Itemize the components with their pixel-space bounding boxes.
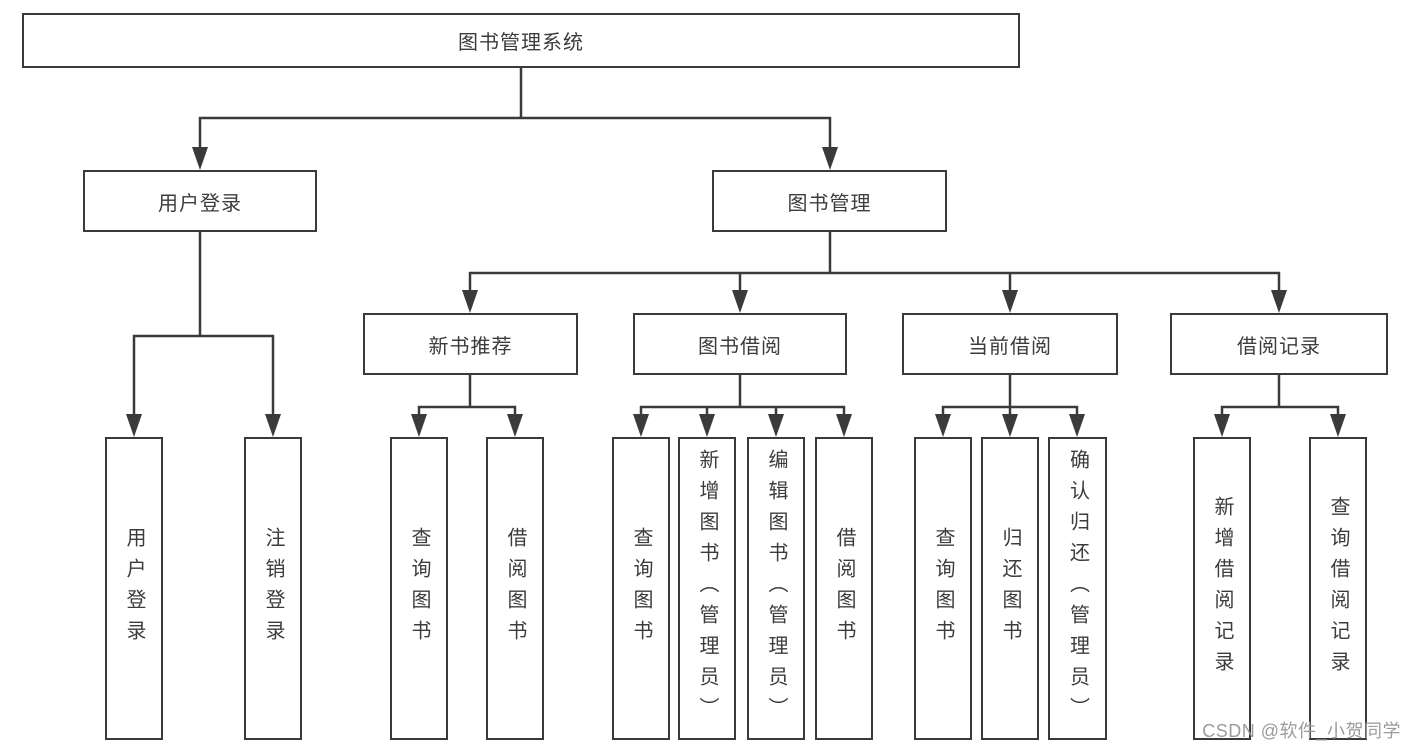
node-root: 图书管理系统	[22, 13, 1020, 68]
connector-user-login-children	[126, 232, 281, 437]
leaf-borrow-borrow-books: 借阅图书	[815, 437, 873, 740]
node-new-book-recommend-label: 新书推荐	[428, 335, 513, 358]
leaf-current-return-books: 归还图书	[981, 437, 1039, 740]
node-book-management-label: 图书管理	[787, 192, 872, 215]
arrowhead-icon	[1271, 290, 1287, 313]
arrowhead-icon	[1002, 290, 1018, 313]
leaf-user-login-label: 用户登录	[123, 526, 145, 651]
arrowhead-icon	[836, 414, 852, 437]
node-current-borrow-label: 当前借阅	[968, 335, 1052, 358]
arrowhead-icon	[768, 414, 784, 437]
arrowhead-icon	[633, 414, 649, 437]
leaf-newbook-borrow-books: 借阅图书	[486, 437, 544, 740]
leaf-newbook-query-books-label: 查询图书	[408, 526, 430, 651]
arrowhead-icon	[507, 414, 523, 437]
arrowhead-icon	[265, 414, 281, 437]
arrowhead-icon	[192, 147, 208, 170]
node-user-login: 用户登录	[83, 170, 317, 232]
node-book-borrow: 图书借阅	[633, 313, 847, 375]
arrowhead-icon	[1002, 414, 1018, 437]
leaf-newbook-query-books: 查询图书	[390, 437, 448, 740]
arrowhead-icon	[126, 414, 142, 437]
connector-root-to-level2	[192, 68, 838, 170]
connector-new-book-children	[411, 375, 523, 437]
connector-book-borrow-children	[633, 375, 852, 437]
leaf-current-confirm-return-admin: 确认归还（管理员）	[1048, 437, 1107, 740]
leaf-borrow-edit-books-admin-label: 编辑图书（管理员）	[765, 449, 787, 728]
leaf-current-confirm-return-admin-label: 确认归还（管理员）	[1066, 449, 1089, 728]
node-book-management: 图书管理	[712, 170, 947, 232]
arrowhead-icon	[935, 414, 951, 437]
leaf-borrow-query-books-label: 查询图书	[630, 526, 652, 651]
leaf-records-query-record-label: 查询借阅记录	[1327, 495, 1349, 682]
node-borrow-records: 借阅记录	[1170, 313, 1388, 375]
leaf-current-query-books-label: 查询图书	[932, 526, 954, 651]
arrowhead-icon	[1330, 414, 1346, 437]
node-book-borrow-label: 图书借阅	[698, 335, 782, 358]
node-root-label: 图书管理系统	[458, 32, 584, 54]
connector-borrow-records-children	[1214, 375, 1346, 437]
arrowhead-icon	[699, 414, 715, 437]
watermark: CSDN @软件_小贺同学	[1202, 721, 1401, 741]
node-current-borrow: 当前借阅	[902, 313, 1118, 375]
leaf-logout: 注销登录	[244, 437, 302, 740]
leaf-user-login: 用户登录	[105, 437, 163, 740]
leaf-newbook-borrow-books-label: 借阅图书	[504, 526, 526, 651]
connector-current-borrow-children	[935, 375, 1085, 437]
leaf-logout-label: 注销登录	[262, 526, 284, 651]
leaf-records-add-record: 新增借阅记录	[1193, 437, 1251, 740]
node-borrow-records-label: 借阅记录	[1237, 335, 1321, 358]
arrowhead-icon	[1214, 414, 1230, 437]
leaf-records-add-record-label: 新增借阅记录	[1211, 495, 1233, 682]
node-new-book-recommend: 新书推荐	[363, 313, 578, 375]
leaf-borrow-add-books-admin: 新增图书（管理员）	[678, 437, 736, 740]
leaf-borrow-add-books-admin-label: 新增图书（管理员）	[696, 449, 718, 728]
arrowhead-icon	[1069, 414, 1085, 437]
connector-book-management-children	[462, 232, 1287, 313]
arrowhead-icon	[822, 147, 838, 170]
leaf-current-return-books-label: 归还图书	[999, 526, 1021, 651]
leaf-current-query-books: 查询图书	[914, 437, 972, 740]
arrowhead-icon	[462, 290, 478, 313]
arrowhead-icon	[411, 414, 427, 437]
leaf-borrow-borrow-books-label: 借阅图书	[833, 526, 855, 651]
arrowhead-icon	[732, 290, 748, 313]
node-user-login-label: 用户登录	[158, 192, 242, 215]
leaf-borrow-edit-books-admin: 编辑图书（管理员）	[747, 437, 805, 740]
leaf-borrow-query-books: 查询图书	[612, 437, 670, 740]
leaf-records-query-record: 查询借阅记录	[1309, 437, 1367, 740]
